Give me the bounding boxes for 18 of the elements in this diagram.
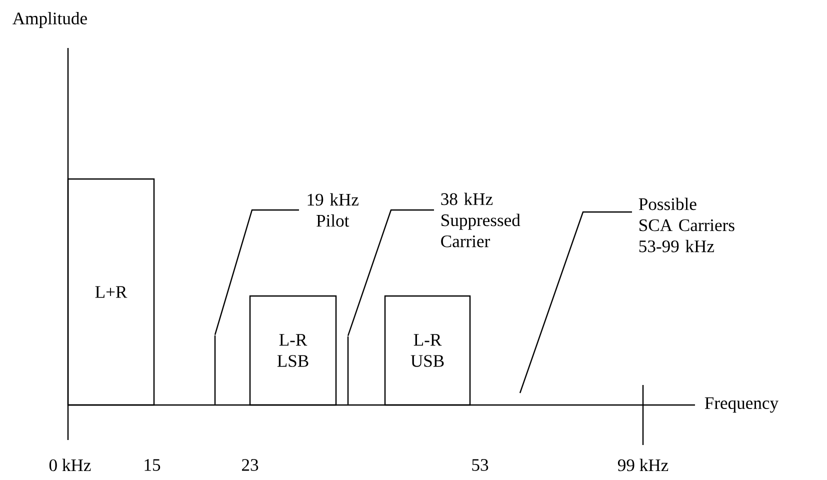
callout-text: 19 kHz Pilot [308, 193, 358, 227]
tick-label: 99 kHz [618, 458, 668, 472]
axis-label: Frequency [704, 397, 778, 413]
leader-line [519, 211, 632, 394]
carrier-line [347, 336, 349, 404]
tick-label: 15 [144, 459, 160, 471]
leader-line [347, 209, 434, 336]
tick-label: 23 [242, 459, 258, 471]
band-box: L-R USB [384, 295, 471, 406]
axis-label: Amplitude [12, 12, 87, 28]
carrier-line [214, 335, 216, 404]
band-box: L+R [67, 178, 155, 406]
callout-text: Possible SCA Carriers 53-99 kHz [638, 198, 734, 252]
callout-text: 38 kHz Suppressed Carrier [441, 192, 520, 248]
band-box: L-R LSB [249, 295, 337, 406]
tick-label: 53 [472, 459, 488, 471]
leader-line [214, 209, 299, 335]
tick-label: 0 kHz [49, 458, 91, 472]
